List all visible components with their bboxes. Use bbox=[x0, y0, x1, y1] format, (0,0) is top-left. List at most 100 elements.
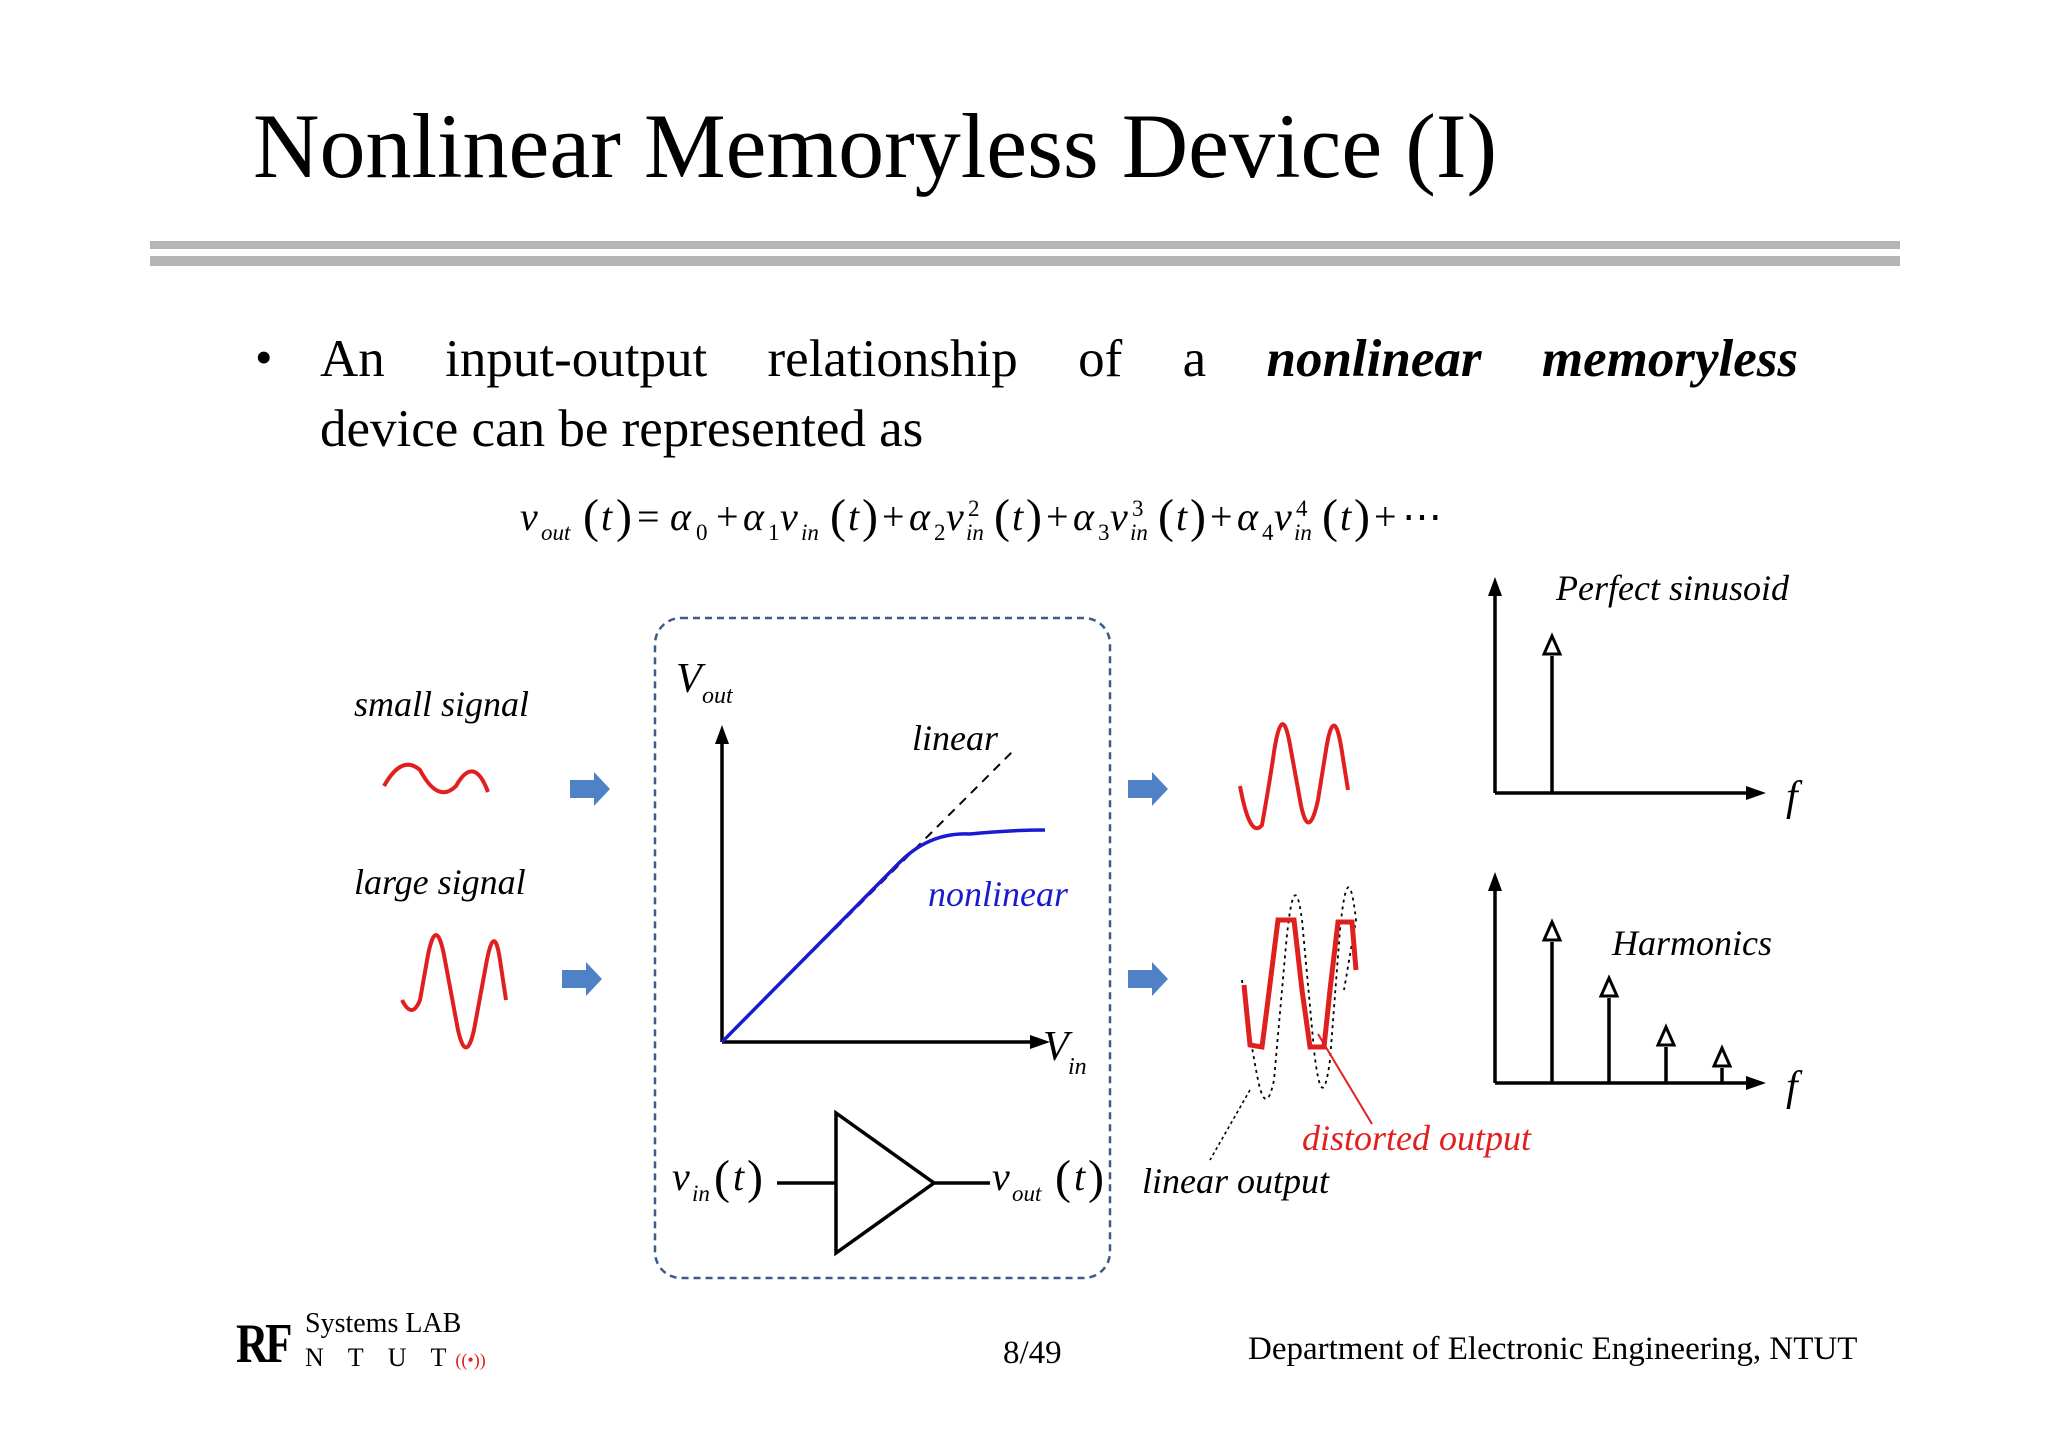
distorted-output-pointer bbox=[1317, 1033, 1373, 1125]
svg-text:3: 3 bbox=[1098, 520, 1110, 545]
svg-text:α: α bbox=[909, 494, 931, 539]
harmonics-label: Harmonics bbox=[1612, 923, 1772, 963]
bullet-line-2: device can be represented as bbox=[320, 400, 924, 458]
transfer-curve-axes bbox=[720, 740, 1036, 1044]
svg-text:t: t bbox=[1074, 1154, 1086, 1199]
axis-arrowhead-up bbox=[1488, 872, 1502, 891]
svg-text:2: 2 bbox=[934, 520, 946, 545]
emphasis-memoryless: memoryless bbox=[1541, 330, 1798, 388]
svg-text:(: ( bbox=[714, 1151, 730, 1204]
title-rule-top bbox=[150, 241, 1900, 249]
bullet-dot: • bbox=[255, 329, 273, 385]
svg-text:α: α bbox=[743, 494, 765, 539]
svg-text:=: = bbox=[637, 494, 660, 539]
svg-text:in: in bbox=[1068, 1054, 1087, 1080]
large-signal-label: large signal bbox=[354, 862, 526, 902]
rf-logo-mark: RF bbox=[236, 1313, 293, 1375]
spectrum-harmonics-axes bbox=[1493, 887, 1750, 1085]
svg-text:v: v bbox=[946, 494, 964, 539]
logo-ntut-text: N T U T bbox=[305, 1343, 456, 1372]
nonlinear-curve bbox=[720, 828, 1046, 1044]
svg-text:): ) bbox=[862, 490, 878, 543]
svg-text:v: v bbox=[520, 494, 538, 539]
svg-text:+: + bbox=[1046, 494, 1069, 539]
svg-text:α: α bbox=[1073, 494, 1095, 539]
logo-systems-lab: Systems LAB bbox=[305, 1308, 462, 1339]
svg-text:v: v bbox=[672, 1154, 690, 1199]
svg-text:(: ( bbox=[1055, 1151, 1071, 1204]
bullet-word: input-output bbox=[445, 330, 708, 388]
svg-text:(: ( bbox=[1322, 490, 1338, 543]
department-footer: Department of Electronic Engineering, NT… bbox=[1248, 1331, 1858, 1367]
arrow-right-icon bbox=[1128, 962, 1168, 996]
bullet-word: a bbox=[1182, 330, 1207, 388]
svg-text:⋯: ⋯ bbox=[1402, 494, 1442, 539]
svg-text:): ) bbox=[747, 1151, 763, 1204]
svg-text:V: V bbox=[1043, 1024, 1073, 1070]
svg-text:out: out bbox=[702, 683, 734, 709]
large-signal-wave bbox=[400, 933, 508, 1050]
svg-text:+: + bbox=[882, 494, 905, 539]
undistorted-output-wave bbox=[1238, 722, 1350, 831]
radio-wave-icon: ((•)) bbox=[455, 1350, 486, 1370]
spectral-line-arrowhead bbox=[1541, 632, 1563, 656]
perfect-sinusoid-label: Perfect sinusoid bbox=[1556, 568, 1789, 608]
svg-text:t: t bbox=[601, 494, 613, 539]
linear-output-pointer bbox=[1209, 1089, 1251, 1161]
svg-text:0: 0 bbox=[696, 520, 708, 545]
svg-text:t: t bbox=[1176, 494, 1188, 539]
svg-text:α: α bbox=[670, 494, 692, 539]
svg-text:in: in bbox=[692, 1181, 710, 1206]
harmonic-line-arrowheads bbox=[1541, 918, 1733, 1068]
bullet-line-1: An input-output relationship of a nonlin… bbox=[320, 330, 1798, 388]
axis-arrowhead-up bbox=[1488, 577, 1502, 596]
svg-text:v: v bbox=[780, 494, 798, 539]
svg-text:4: 4 bbox=[1296, 496, 1308, 521]
svg-text:(: ( bbox=[1158, 490, 1174, 543]
svg-text:t: t bbox=[1340, 494, 1352, 539]
svg-text:out: out bbox=[541, 520, 571, 545]
svg-text:in: in bbox=[1130, 520, 1148, 545]
title-rule-bottom bbox=[150, 256, 1900, 266]
svg-text:(: ( bbox=[830, 490, 846, 543]
svg-text:v: v bbox=[992, 1154, 1010, 1199]
svg-text:v: v bbox=[1110, 494, 1128, 539]
linear-output-label: linear output bbox=[1142, 1161, 1329, 1201]
svg-text:3: 3 bbox=[1132, 496, 1144, 521]
distorted-output-label: distorted output bbox=[1302, 1118, 1532, 1158]
logo-ntut: N T U T((•)) bbox=[305, 1345, 486, 1371]
small-signal-wave bbox=[382, 762, 490, 795]
bullet-word: of bbox=[1078, 330, 1123, 388]
frequency-axis-label: f bbox=[1786, 1064, 1798, 1110]
arrow-right-icon bbox=[1128, 772, 1168, 806]
svg-text:+: + bbox=[1210, 494, 1233, 539]
svg-text:V: V bbox=[676, 656, 706, 702]
page-number: 8/49 bbox=[1003, 1335, 1062, 1371]
axis-arrowhead-right bbox=[1746, 1076, 1766, 1090]
svg-text:1: 1 bbox=[768, 520, 780, 545]
axis-arrowhead-up bbox=[715, 725, 729, 744]
svg-text:2: 2 bbox=[968, 496, 980, 521]
power-series-equation: v out ( t ) = α 0 + α 1 v in ( t ) + α 2… bbox=[520, 490, 1442, 545]
svg-text:in: in bbox=[966, 520, 984, 545]
svg-text:): ) bbox=[1190, 490, 1206, 543]
amplifier-symbol bbox=[777, 1109, 990, 1257]
vout-terminal-label: v out ( t ) bbox=[992, 1151, 1104, 1206]
arrow-right-icon bbox=[570, 772, 610, 806]
svg-text:): ) bbox=[1026, 490, 1042, 543]
svg-text:t: t bbox=[1012, 494, 1024, 539]
svg-text:out: out bbox=[1012, 1181, 1042, 1206]
svg-text:+: + bbox=[1374, 494, 1397, 539]
vin-terminal-label: v in ( t ) bbox=[672, 1151, 763, 1206]
vout-axis-label: V out bbox=[676, 656, 734, 709]
device-box bbox=[653, 616, 1112, 1280]
svg-text:): ) bbox=[1354, 490, 1370, 543]
arrow-right-icon bbox=[562, 962, 602, 996]
bullet-word: relationship bbox=[767, 330, 1018, 388]
nonlinear-curve-label: nonlinear bbox=[928, 874, 1068, 914]
vin-axis-label: V in bbox=[1043, 1024, 1087, 1080]
svg-text:): ) bbox=[1088, 1151, 1104, 1204]
svg-text:t: t bbox=[733, 1154, 745, 1199]
svg-text:): ) bbox=[616, 490, 632, 543]
